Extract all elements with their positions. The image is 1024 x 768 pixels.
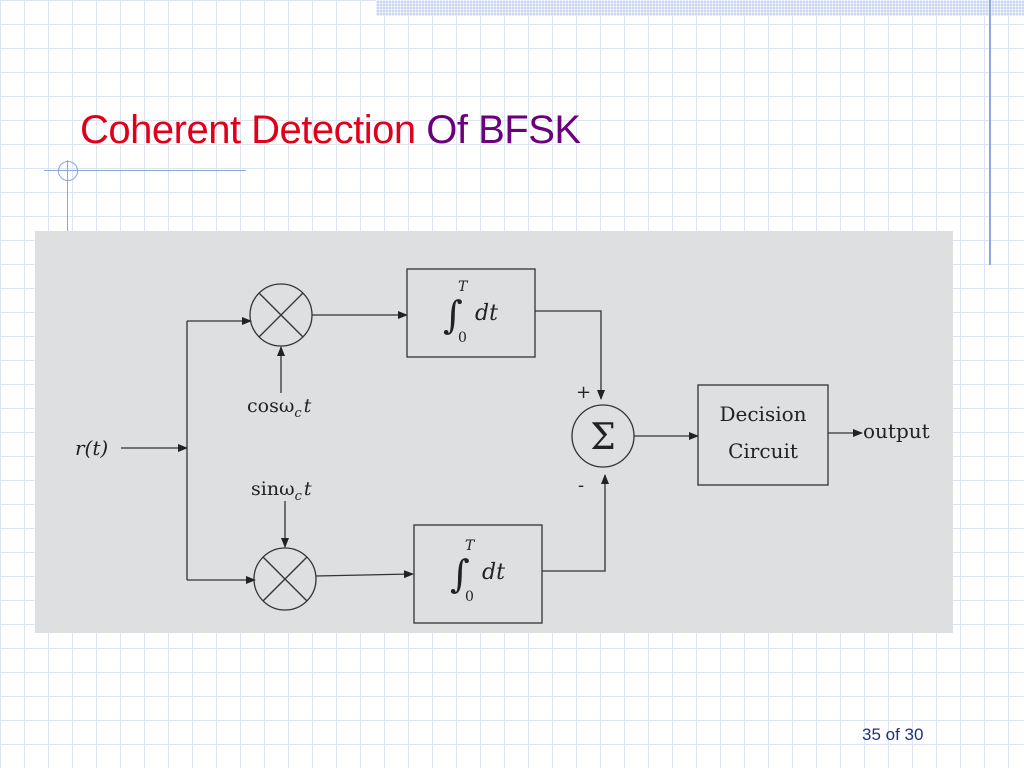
bottom-integrator-box xyxy=(413,524,543,624)
title-suffix: Of BFSK xyxy=(426,108,581,152)
bottom-mixer-cross-b xyxy=(262,556,308,602)
top-integrator-box xyxy=(406,268,536,358)
bottom-upper-limit: T xyxy=(465,538,476,554)
bottom-integral-dt: dt xyxy=(482,560,505,585)
top-integral-dt: dt xyxy=(475,301,498,326)
bottom-to-summer-line xyxy=(542,474,609,572)
top-integral-sign: ∫ xyxy=(443,293,463,337)
slide-title: Coherent Detection Of BFSK xyxy=(80,108,581,153)
top-to-summer-line xyxy=(535,310,605,400)
header-band xyxy=(376,0,1024,16)
output-label: output xyxy=(863,419,930,443)
right-rule-line xyxy=(989,0,991,265)
margin-rule-line xyxy=(67,160,68,232)
bottom-lower-limit: 0 xyxy=(465,589,474,605)
top-mixer-cross-b xyxy=(258,292,304,338)
decision-label-line1: Decision xyxy=(719,402,806,426)
bottom-mixer-to-integrator xyxy=(315,570,414,579)
plus-sign: + xyxy=(576,382,591,403)
rule-circle-mark xyxy=(58,161,78,181)
title-rule-line xyxy=(44,170,246,171)
bottom-mixer xyxy=(253,547,317,611)
top-lower-limit: 0 xyxy=(458,330,467,346)
minus-sign: - xyxy=(578,475,584,496)
bottom-integral-sign: ∫ xyxy=(450,552,470,596)
top-upper-limit: T xyxy=(458,279,469,295)
title-main: Coherent Detection xyxy=(80,108,416,152)
summer-sigma: Σ xyxy=(590,417,615,458)
decision-label-line2: Circuit xyxy=(728,439,798,463)
input-label: r(t) xyxy=(75,436,108,460)
decision-circuit-box xyxy=(697,384,829,486)
page-number: 35 of 30 xyxy=(862,725,924,744)
